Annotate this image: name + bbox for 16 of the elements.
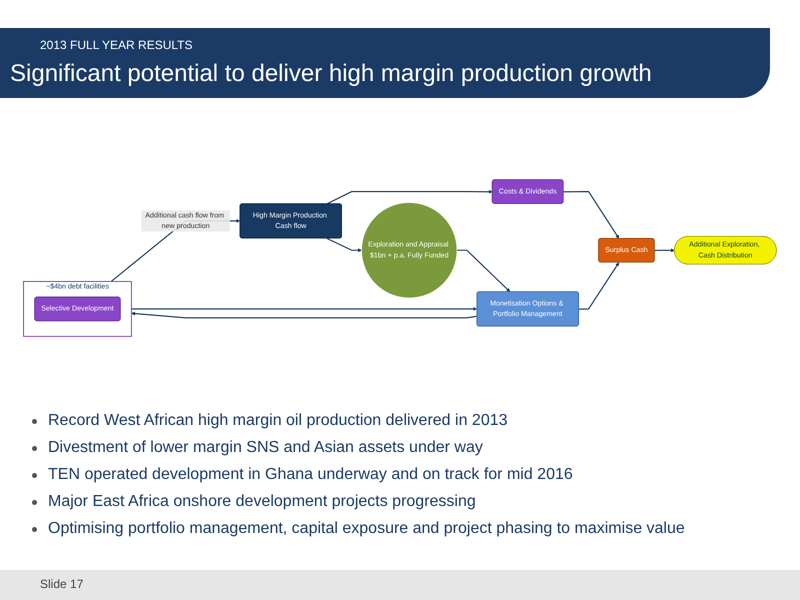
slide-title: Significant potential to deliver high margin production growth [10,60,652,88]
arrow [456,250,510,292]
arrow [578,262,620,310]
arrow [326,238,362,252]
bullet-point: Optimising portfolio management, capital exposure and project phasing to maximise value [48,520,685,537]
arrow [564,191,620,239]
slide-number: Slide 17 [40,577,84,591]
arrow [131,306,477,311]
bullet-point: Major East Africa onshore development projects progressing [48,493,476,510]
bullet-point: Record West African high margin oil production delivered in 2013 [48,412,508,429]
arrow [654,248,675,252]
arrow [326,190,493,204]
bullet-point: Divestment of lower margin SNS and Asian assets under way [48,439,483,456]
arrow [131,312,477,318]
bullet-point: TEN operated development in Ghana underway and on track for mid 2016 [48,466,573,483]
subtitle: 2013 FULL YEAR RESULTS [40,38,193,52]
